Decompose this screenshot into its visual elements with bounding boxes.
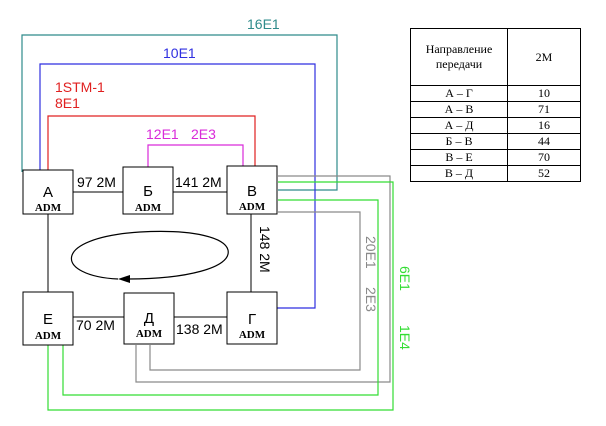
label-1stm1: 1STM-1 (55, 79, 105, 95)
path-red-8e1 (47, 115, 256, 170)
node-v-name: В (247, 183, 257, 200)
node-a: А ADM (22, 169, 74, 215)
row-direction: В – Д (410, 165, 508, 182)
table-row: А – В 71 (410, 101, 581, 118)
node-a-name: А (43, 184, 53, 201)
node-e-type: ADM (35, 330, 62, 342)
node-e: Е ADM (22, 291, 74, 346)
rotation-arrow (71, 230, 229, 280)
node-b-type: ADM (135, 202, 162, 214)
path-green-1e4 (47, 181, 394, 411)
table-row: А – Д 16 (410, 117, 581, 134)
node-b: Б ADM (122, 166, 174, 215)
link-a-b-label: 97 2М (77, 174, 116, 190)
row-value: 71 (507, 101, 581, 118)
table-row: В – Д 52 (410, 165, 581, 182)
label-6e1: 6Е1 (397, 266, 413, 291)
node-a-type: ADM (35, 202, 62, 214)
row-direction: Б – В (410, 133, 508, 150)
node-d: Д ADM (123, 292, 175, 345)
header-direction: Направление передачи (410, 28, 508, 86)
path-green-inner (62, 199, 379, 396)
label-2e3-side: 2Е3 (363, 287, 379, 312)
row-value: 70 (507, 149, 581, 166)
row-direction: А – Д (410, 117, 508, 134)
table-row: Б – В 44 (410, 133, 581, 150)
row-value: 52 (507, 165, 581, 182)
link-v-g-label: 148 2М (257, 226, 273, 273)
label-20e1: 20Е1 (363, 236, 379, 269)
row-value: 16 (507, 117, 581, 134)
path-gray-20e1 (135, 175, 391, 383)
path-gray-inner (149, 211, 361, 371)
node-g-type: ADM (239, 329, 266, 341)
node-d-type: ADM (136, 328, 163, 340)
header-2m: 2М (507, 28, 581, 86)
table-row: В – Е 70 (410, 149, 581, 166)
node-e-name: Е (43, 311, 53, 328)
row-value: 10 (507, 85, 581, 102)
label-1e4: 1Е4 (397, 325, 413, 350)
node-g-name: Г (248, 311, 256, 328)
row-direction: А – Г (410, 85, 508, 102)
rotation-arrowhead (118, 275, 130, 283)
table-row: А – Г 10 (410, 85, 581, 102)
label-16e1: 16Е1 (247, 16, 280, 32)
label-8e1: 8Е1 (55, 95, 80, 111)
label-10e1: 10Е1 (163, 45, 196, 61)
node-g: Г ADM (226, 291, 278, 345)
node-v-type: ADM (239, 201, 266, 213)
row-direction: В – Е (410, 149, 508, 166)
label-12e1: 12Е1 (146, 126, 179, 142)
path-teal-16e1 (21, 34, 338, 191)
link-g-d-label: 138 2М (176, 321, 223, 337)
node-v: В ADM (226, 165, 278, 215)
link-d-e-label: 70 2М (76, 317, 115, 333)
row-direction: А – В (410, 101, 508, 118)
row-value: 44 (507, 133, 581, 150)
path-magenta-12e1 (147, 144, 244, 167)
link-b-v-label: 141 2М (175, 174, 222, 190)
label-2e3-top: 2Е3 (191, 126, 216, 142)
path-blue-10e1 (39, 63, 316, 309)
node-d-name: Д (144, 310, 154, 327)
node-b-name: Б (143, 183, 153, 200)
traffic-table: Направление передачи 2М А – Г 10 А – В 7… (410, 28, 581, 182)
